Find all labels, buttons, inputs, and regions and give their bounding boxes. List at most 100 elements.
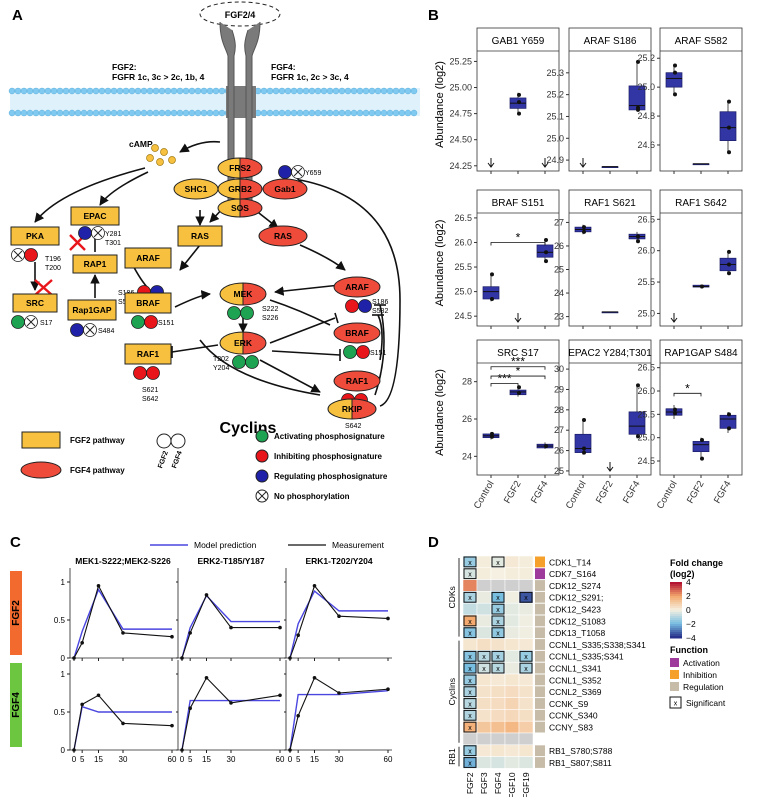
y-tick-label: 25.1 <box>546 111 564 121</box>
lipid-head <box>116 87 124 95</box>
lipid-head <box>68 87 76 95</box>
data-point <box>727 150 731 155</box>
lipid-head <box>398 109 406 117</box>
significant-mark: x <box>468 678 472 685</box>
significance-bracket <box>490 383 519 387</box>
lipid-head <box>350 109 358 117</box>
measurement-point <box>312 584 317 588</box>
heatmap-cell <box>504 732 520 746</box>
x-tick-label: 60 <box>384 755 393 764</box>
heatmap-column-label: FGF3 <box>479 772 489 794</box>
heatmap-row-label: CDK7_S164 <box>549 569 597 579</box>
significant-mark: x <box>468 631 472 638</box>
data-point <box>727 271 731 276</box>
node-sos-fgf4-half <box>239 198 263 218</box>
legend-gradient-step <box>670 590 682 593</box>
legend-gradient-step <box>670 584 682 587</box>
panel-a-legend: FGF2 pathway FGF4 pathway FGF2 FGF4 Acti… <box>20 429 388 503</box>
function-annotation <box>535 757 545 768</box>
node-raf1_right <box>333 370 381 392</box>
x-tick-label: Control <box>564 479 589 511</box>
y-tick-label: 25.3 <box>546 68 564 78</box>
lipid-head <box>8 87 16 95</box>
significant-cell-box <box>491 603 505 615</box>
y-tick-label: 25.0 <box>637 308 655 318</box>
heatmap-row-label: CCNL1_S335;S341 <box>549 652 624 662</box>
phospho-site-r <box>356 345 370 359</box>
site-gab1: Y659 <box>305 170 321 177</box>
legend-gradient-step <box>670 586 682 589</box>
boxplot-title: RAF1 S642 <box>675 198 727 209</box>
node-label-mek: MEK <box>234 289 254 299</box>
significance-label: * <box>516 230 521 244</box>
ligand-outline <box>199 1 281 27</box>
function-annotation <box>535 721 545 733</box>
heatmap-cell <box>476 567 492 580</box>
y-tick-label: 25.0 <box>546 133 564 143</box>
site-raf1-left-2: S642 <box>142 396 158 403</box>
lipid-head <box>158 87 166 95</box>
row-label-band <box>10 571 22 655</box>
node-ras_right <box>258 225 308 247</box>
legend-gradient-tick: 0 <box>686 605 691 615</box>
panel-b-label: B <box>428 7 439 24</box>
heatmap-cell <box>476 673 492 687</box>
lipid-head <box>44 87 52 95</box>
significant-cell-box <box>519 591 533 603</box>
y-tick-label: 0 <box>61 654 66 663</box>
legend-gradient-step <box>670 624 682 627</box>
legend-function-swatch <box>670 670 679 679</box>
legend-function-label: Regulation <box>683 682 724 692</box>
significant-mark: x <box>482 666 486 673</box>
measurement-point <box>96 584 101 588</box>
group-label: CDKs <box>447 586 457 608</box>
lipid-head <box>278 109 286 117</box>
data-point <box>727 426 731 431</box>
significant-mark: x <box>482 654 486 661</box>
lipid-head <box>134 109 142 117</box>
y-tick-label: 25.2 <box>546 90 564 100</box>
measurement-point <box>296 714 300 718</box>
lipid-head <box>152 87 160 95</box>
node-label-pka: PKA <box>26 231 44 241</box>
legend-regulating: Regulating phosphosignature <box>274 472 388 481</box>
missing-arrow-head <box>514 317 522 323</box>
significant-mark: x <box>496 666 500 673</box>
boxplot-title: BRAF S151 <box>492 198 545 209</box>
fgf4-receptor-title: FGF4: <box>271 62 296 72</box>
x-tick-label: 60 <box>276 755 285 764</box>
y-tick-label: 0 <box>61 746 66 755</box>
y-tick-label: 24.5 <box>637 456 655 466</box>
legend-gradient-step <box>670 582 682 585</box>
boxplot-title: RAF1 S621 <box>584 198 636 209</box>
box <box>692 441 710 453</box>
function-annotation <box>535 662 545 674</box>
heatmap-cell <box>518 697 534 710</box>
node-pka <box>10 226 60 246</box>
site-mek-2: S226 <box>262 315 278 322</box>
boxplot-title: SRC S17 <box>497 348 539 359</box>
heatmap-cell <box>476 638 492 651</box>
significant-mark: x <box>468 560 472 567</box>
heatmap-cell <box>518 626 534 639</box>
measurement-point <box>278 625 282 630</box>
measurement-point <box>188 706 192 710</box>
lipid-head <box>290 109 298 117</box>
y-tick-label: 24.6 <box>637 140 655 150</box>
significant-cell-box <box>463 615 477 627</box>
y-tick-label: 25 <box>554 265 564 275</box>
x-tick-label: 15 <box>202 755 211 764</box>
significance-bracket <box>490 242 546 246</box>
significant-mark: x <box>468 666 472 673</box>
node-gab1 <box>262 178 308 200</box>
lipid-head <box>134 87 142 95</box>
column-title: ERK2-T185/Y187 <box>197 556 264 566</box>
lipid-head <box>164 87 172 95</box>
legend-gradient-step <box>670 618 682 621</box>
lipid-head <box>38 109 46 117</box>
x-tick-label: FGF4 <box>621 479 643 506</box>
significant-mark: x <box>496 560 500 567</box>
lipid-head <box>284 109 292 117</box>
y-tick-label: 24.5 <box>454 311 472 321</box>
